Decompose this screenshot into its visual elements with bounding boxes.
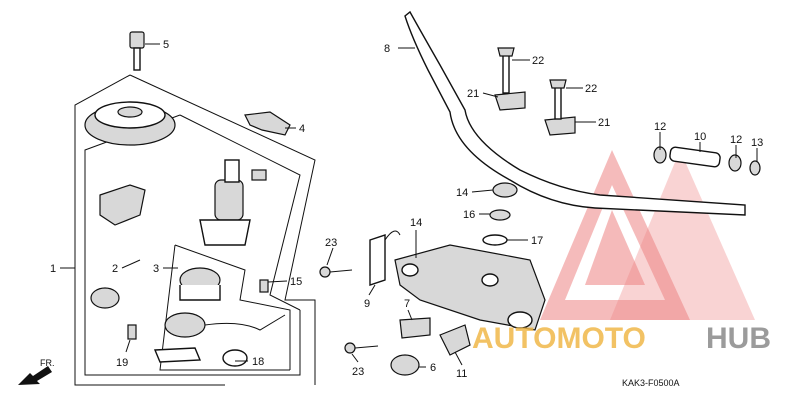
callout-7: 7: [404, 298, 410, 310]
clamp-19: [222, 349, 248, 367]
switch-assy: [153, 312, 286, 363]
callout-22b: 22: [585, 83, 597, 95]
callout-4: 4: [299, 123, 305, 135]
key-5: [129, 31, 145, 71]
clamp-7: [399, 317, 431, 339]
frame-3: [159, 244, 291, 371]
callout-1: 1: [50, 263, 56, 275]
washer-17: [489, 209, 511, 221]
callout-19: 18: [252, 356, 264, 368]
holder-lower-21: [544, 79, 576, 136]
stay-11: [439, 324, 471, 356]
callout-11: 11: [456, 368, 467, 380]
watermark-automoto: AUTOMOTO: [472, 322, 646, 355]
bolt-23b: [344, 342, 379, 354]
grommet-6: [390, 354, 420, 376]
callout-12b: 12: [730, 134, 742, 146]
callout-14: 14: [456, 187, 468, 199]
watermark-text: AUTOMOTO HUB: [472, 322, 771, 355]
callout-8: 8: [384, 43, 390, 55]
callout-3: 3: [153, 263, 159, 275]
washer-18: [482, 234, 508, 246]
callout-labels: 5 4 1 2 3 15 18 19 8 22 22 21 21 12 10 1…: [50, 39, 763, 380]
callout-23a: 23: [325, 237, 337, 249]
watermark-logo: [540, 150, 755, 320]
bolt-20: [127, 324, 137, 340]
ignition-switch: [199, 159, 267, 246]
callout-18: 17: [531, 235, 543, 247]
callout-10: 10: [694, 131, 706, 143]
callout-20: 19: [116, 357, 128, 369]
plate-4: [244, 111, 291, 136]
callout-9: 9: [364, 298, 370, 310]
cap-hinge-bracket: [99, 184, 146, 226]
callout-17: 16: [463, 209, 475, 221]
stem-nut-14: [492, 182, 518, 198]
leader-lines: [60, 43, 758, 368]
lock-boot: [179, 267, 221, 301]
callout-21a: 21: [467, 88, 479, 100]
frame-1: [74, 74, 316, 386]
callout-13: 13: [751, 137, 763, 149]
callout-12a: 12: [654, 121, 666, 133]
front-arrow: FR.: [18, 358, 55, 385]
callout-16: 15: [290, 276, 302, 288]
callout-6: 6: [430, 362, 436, 374]
callout-21b: 21: [598, 117, 610, 129]
callout-5: 5: [163, 39, 169, 51]
front-label: FR.: [40, 358, 55, 368]
callout-15: 14: [410, 217, 422, 229]
bolt-23a: [319, 266, 353, 278]
callout-22a: 22: [532, 55, 544, 67]
fuel-cap: [84, 101, 176, 146]
watermark-hub: HUB: [706, 322, 771, 355]
seat-lock: [90, 287, 120, 309]
callout-2: 2: [112, 263, 118, 275]
diagram-code: KAK3-F0500A: [622, 378, 680, 388]
callout-23b: 23: [352, 366, 364, 378]
holder-upper-21: [494, 47, 526, 111]
top-bridge-15: [394, 244, 546, 331]
bar-end-weight: [653, 146, 761, 176]
stay-9: [369, 230, 401, 286]
bolt-16: [259, 279, 269, 293]
handlebar-8: [404, 10, 746, 216]
